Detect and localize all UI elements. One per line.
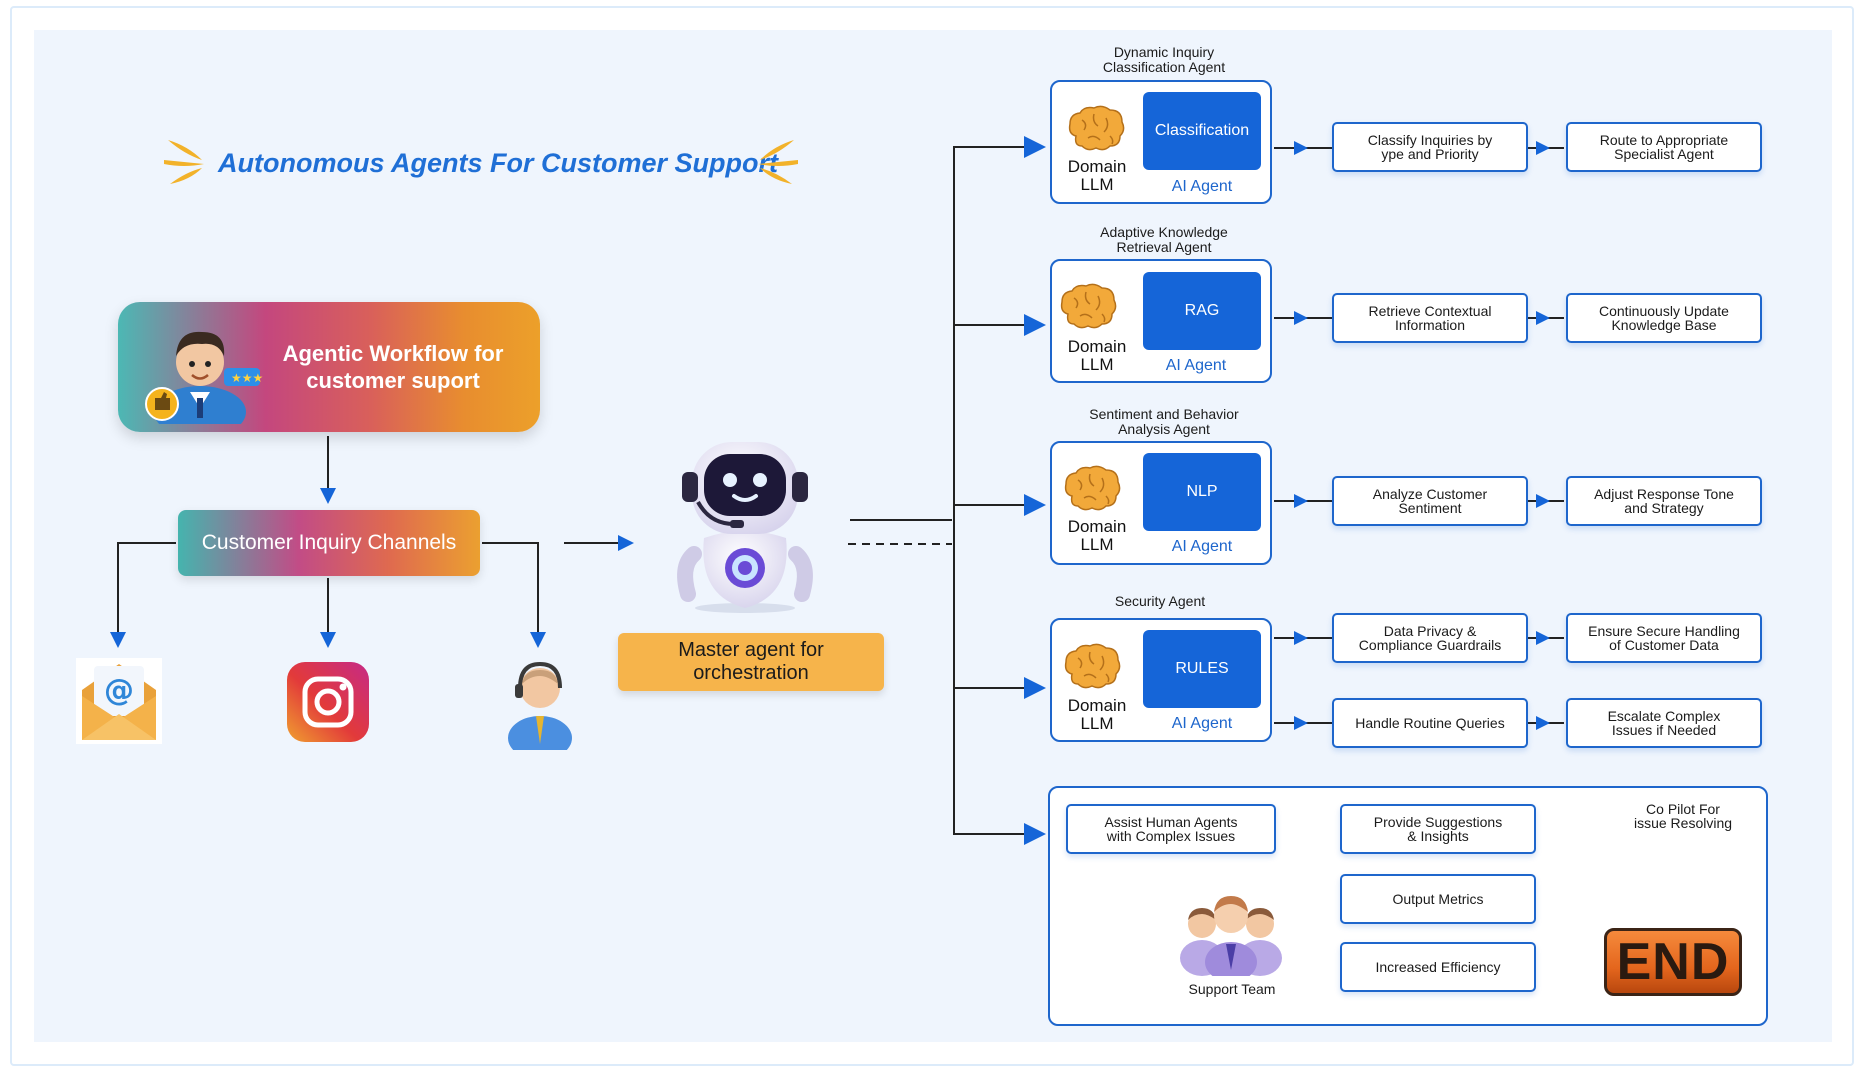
efficiency-box: Increased Efficiency bbox=[1340, 942, 1536, 992]
suggestions-box: Provide Suggestions& Insights bbox=[1340, 804, 1536, 854]
classification-tile: Classification bbox=[1143, 92, 1261, 170]
sparkle-icon bbox=[164, 140, 204, 184]
ai-agent-label: AI Agent bbox=[1171, 715, 1233, 732]
support-agent-icon bbox=[508, 661, 572, 750]
master-agent-label: Master agent for orchestration bbox=[678, 639, 824, 684]
output-box: Data Privacy &Compliance Guardrails bbox=[1332, 613, 1528, 663]
end-button[interactable]: END bbox=[1604, 928, 1742, 996]
brain-icon bbox=[1064, 465, 1121, 511]
inquiry-channels-label: Customer Inquiry Channels bbox=[201, 531, 457, 554]
outer-frame bbox=[10, 6, 1854, 1066]
instagram-icon bbox=[287, 662, 369, 742]
svg-text:★★★: ★★★ bbox=[231, 371, 263, 385]
diagram-title: Autonomous Agents For Customer Support bbox=[218, 148, 778, 178]
agent-title: Security Agent bbox=[1114, 593, 1206, 609]
ai-agent-label: AI Agent bbox=[1165, 357, 1227, 374]
support-team-label: Support Team bbox=[1188, 981, 1276, 997]
rules-tile: RULES bbox=[1143, 630, 1261, 708]
output-box: Handle Routine Queries bbox=[1332, 698, 1528, 748]
robot-icon bbox=[677, 442, 813, 613]
brain-icon bbox=[1068, 105, 1125, 151]
svg-text:@: @ bbox=[104, 673, 134, 708]
support-team-icon bbox=[1180, 896, 1282, 976]
brain-icon bbox=[1064, 643, 1121, 689]
user-avatar-icon: ★★★ bbox=[145, 331, 263, 424]
metrics-box: Output Metrics bbox=[1340, 874, 1536, 924]
nlp-tile: NLP bbox=[1143, 453, 1261, 531]
rag-tile: RAG bbox=[1143, 272, 1261, 350]
ai-agent-label: AI Agent bbox=[1171, 178, 1233, 195]
master-agent-box bbox=[618, 633, 884, 691]
sparkle-icon bbox=[758, 140, 798, 184]
brain-icon bbox=[1060, 283, 1117, 329]
inquiry-channels-box bbox=[178, 510, 480, 576]
ai-agent-label: AI Agent bbox=[1171, 538, 1233, 555]
agentic-workflow-label: Agentic Workflow for customer suport bbox=[282, 341, 504, 393]
email-icon: @ bbox=[76, 658, 162, 744]
